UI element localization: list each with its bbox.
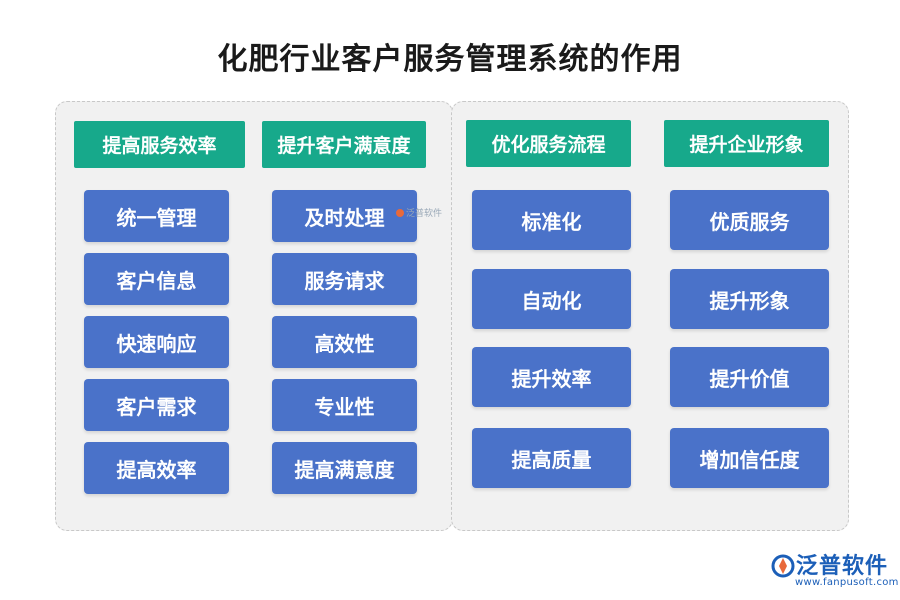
- item-fast-response: 快速响应: [84, 316, 229, 368]
- item-boost-efficiency: 提升效率: [472, 347, 631, 407]
- page-title: 化肥行业客户服务管理系统的作用: [217, 42, 683, 77]
- item-quality-service: 优质服务: [670, 190, 829, 250]
- item-boost-image: 提升形象: [670, 269, 829, 329]
- item-customer-info: 客户信息: [84, 253, 229, 305]
- column-header-service-efficiency: 提高服务效率: [74, 121, 245, 168]
- item-unified-management: 统一管理: [84, 190, 229, 242]
- brand-logo: 泛普软件 www.fanpusoft.com: [770, 548, 898, 594]
- brand-logo-icon: [771, 554, 795, 578]
- item-service-request: 服务请求: [272, 253, 417, 305]
- column-header-customer-satisfaction: 提升客户满意度: [262, 121, 426, 168]
- item-improve-efficiency: 提高效率: [84, 442, 229, 494]
- center-watermark: 泛普软件: [396, 206, 442, 219]
- brand-name: 泛普软件: [796, 554, 889, 579]
- watermark-dot-icon: [396, 208, 404, 217]
- item-timely-handling: 及时处理: [272, 190, 417, 242]
- item-increase-trust: 增加信任度: [670, 428, 829, 488]
- item-improve-satisfaction: 提高满意度: [272, 442, 417, 494]
- item-customer-needs: 客户需求: [84, 379, 229, 431]
- item-standardization: 标准化: [472, 190, 631, 250]
- item-automation: 自动化: [472, 269, 631, 329]
- column-header-optimize-process: 优化服务流程: [466, 120, 631, 167]
- item-high-efficiency: 高效性: [272, 316, 417, 368]
- item-professionalism: 专业性: [272, 379, 417, 431]
- brand-url: www.fanpusoft.com: [795, 577, 899, 588]
- item-boost-value: 提升价值: [670, 347, 829, 407]
- center-watermark-text: 泛普软件: [406, 209, 443, 219]
- column-header-enterprise-image: 提升企业形象: [664, 120, 829, 167]
- item-improve-quality: 提高质量: [472, 428, 631, 488]
